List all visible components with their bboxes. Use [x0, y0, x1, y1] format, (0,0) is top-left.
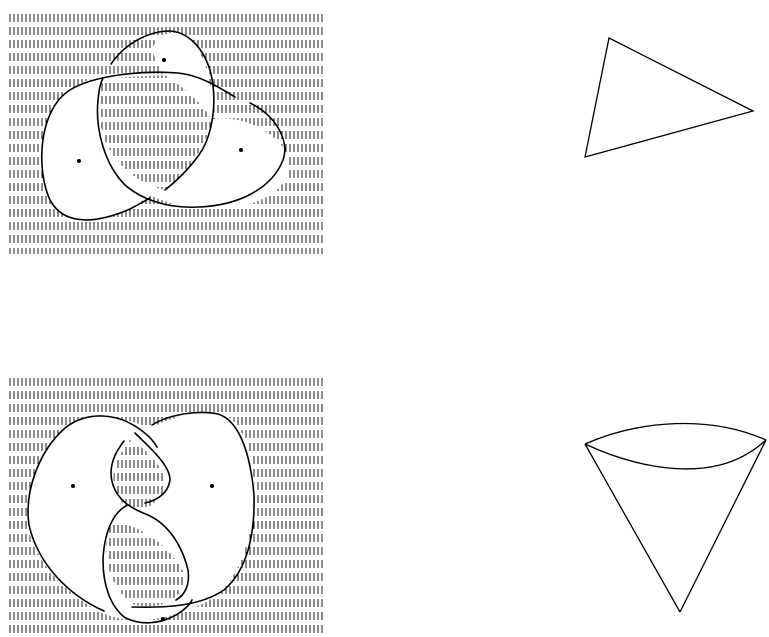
triangle-right-edge [680, 440, 766, 612]
region-dot [210, 484, 214, 488]
region-dot [161, 617, 165, 621]
central-region-shading [106, 440, 185, 606]
triangle-graph [585, 38, 753, 157]
region-dot [239, 148, 243, 152]
graph-top [585, 38, 753, 157]
bigon-upper-edge [585, 423, 766, 444]
bigon-lower-edge [585, 440, 766, 469]
knot-diagram-top [8, 14, 323, 254]
triangle-left-edge [585, 444, 680, 612]
region-dot [77, 159, 81, 163]
knot-diagram-bottom [8, 374, 323, 634]
graph-bottom [585, 423, 766, 612]
region-dot [71, 484, 75, 488]
region-dot [162, 58, 166, 62]
